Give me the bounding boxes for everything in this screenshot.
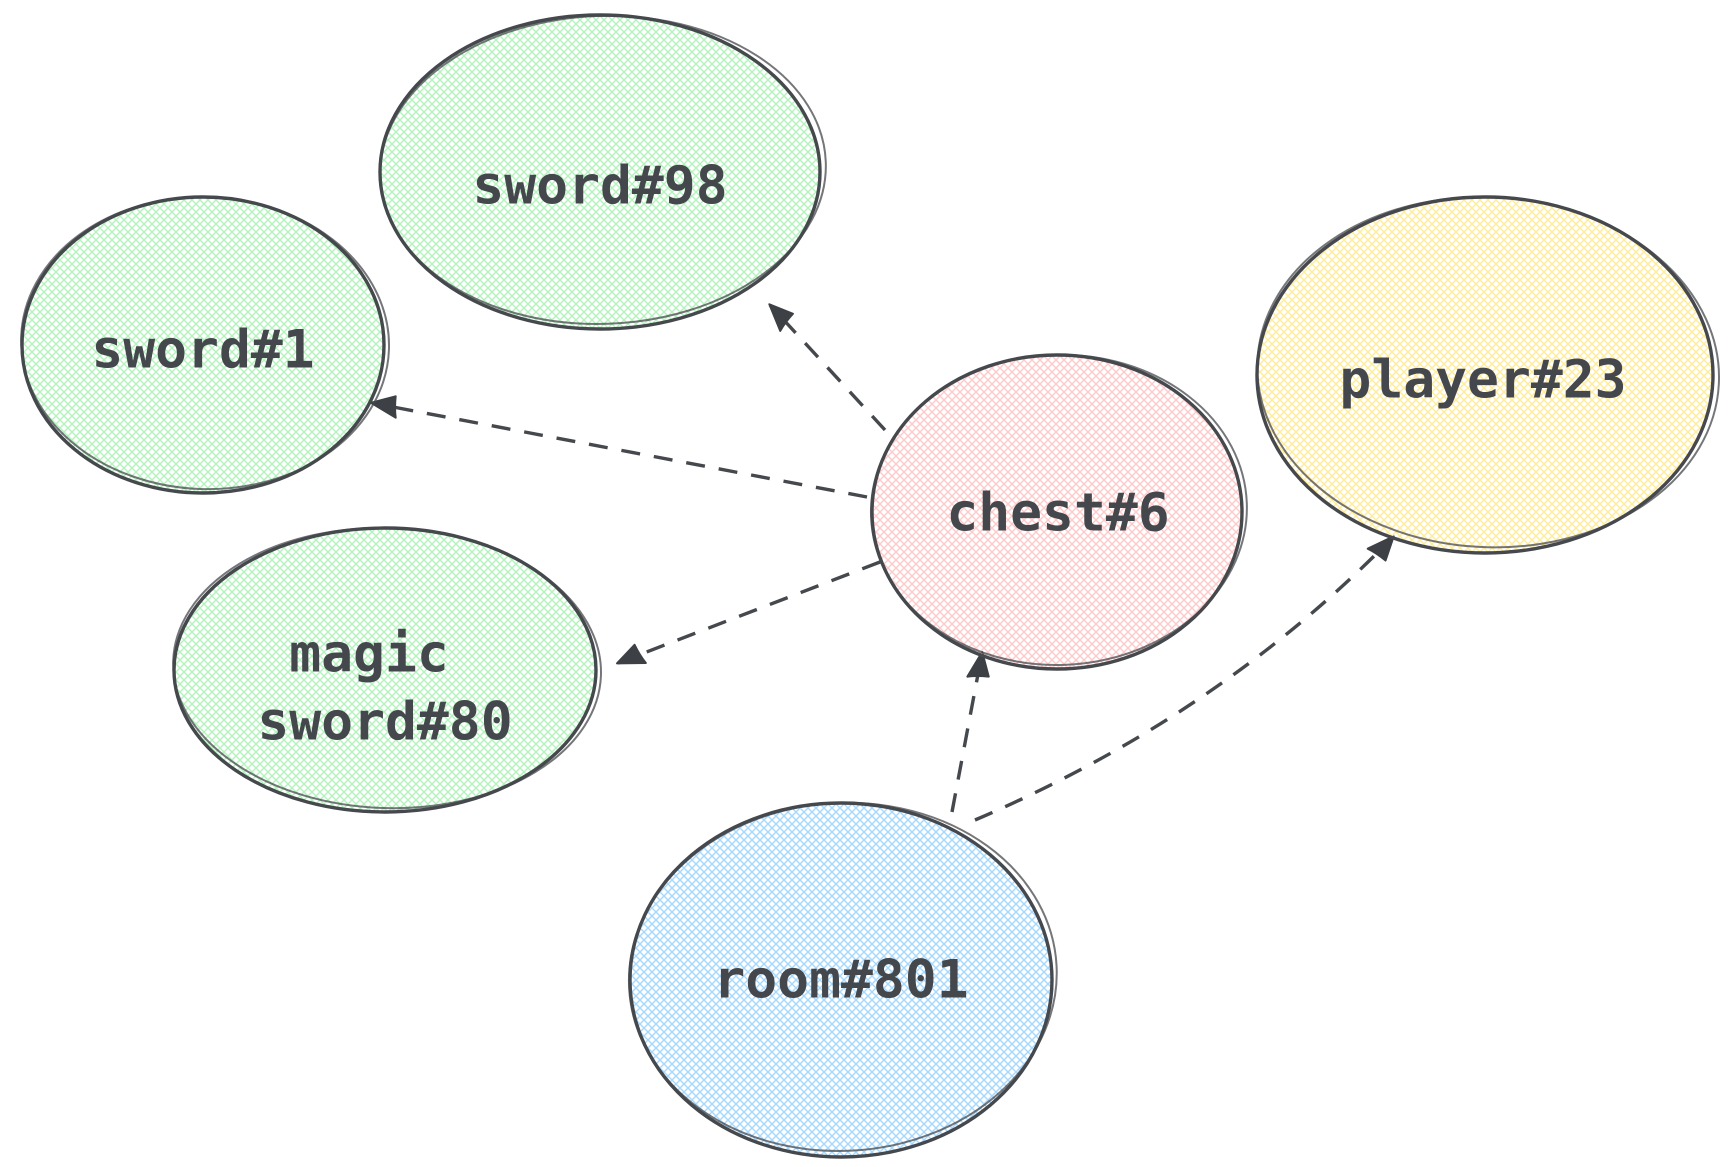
node-chest6[interactable]: chest#6 [866,348,1253,671]
node-sword1-outline-sketch [20,196,391,491]
node-sword1-fill [22,197,384,493]
node-player23[interactable]: player#23 [1248,185,1728,559]
node-sword98[interactable]: sword#98 [375,8,831,331]
node-room801-outline-sketch [627,801,1058,1153]
node-sword1-label: sword#1 [91,320,314,381]
node-player23-label: player#23 [1339,350,1626,411]
node-room801-label: room#801 [713,950,968,1011]
node-sword98-outline-sketch [378,14,827,325]
node-magicsword80-label-line2: sword#80 [257,692,512,753]
node-player23-fill [1257,197,1713,553]
node-room801-fill [630,803,1052,1157]
node-player23-outline-sketch [1256,195,1721,549]
edge-room801-to-player23[interactable] [974,535,1395,822]
node-magicsword80[interactable]: magic sword#80 [168,521,606,816]
node-magicsword80-label-line1: magic [289,624,449,685]
edge-layer [370,303,1395,822]
edge-chest6-to-magicsword80[interactable] [616,560,881,665]
edge-room801-to-chest6[interactable] [950,651,990,813]
node-chest6-label: chest#6 [946,483,1169,544]
edge-chest6-to-sword1[interactable] [370,395,868,499]
node-room801[interactable]: room#801 [620,792,1066,1162]
node-chest6-fill [872,355,1242,669]
node-magicsword80-fill [174,528,596,812]
node-sword98-label: sword#98 [472,156,727,217]
node-chest6-outline-sketch [869,353,1248,666]
node-sword1[interactable]: sword#1 [16,191,394,496]
node-magicsword80-outline-sketch [172,526,602,810]
node-sword98-fill [380,15,820,329]
edge-chest6-to-sword98[interactable] [768,303,887,432]
